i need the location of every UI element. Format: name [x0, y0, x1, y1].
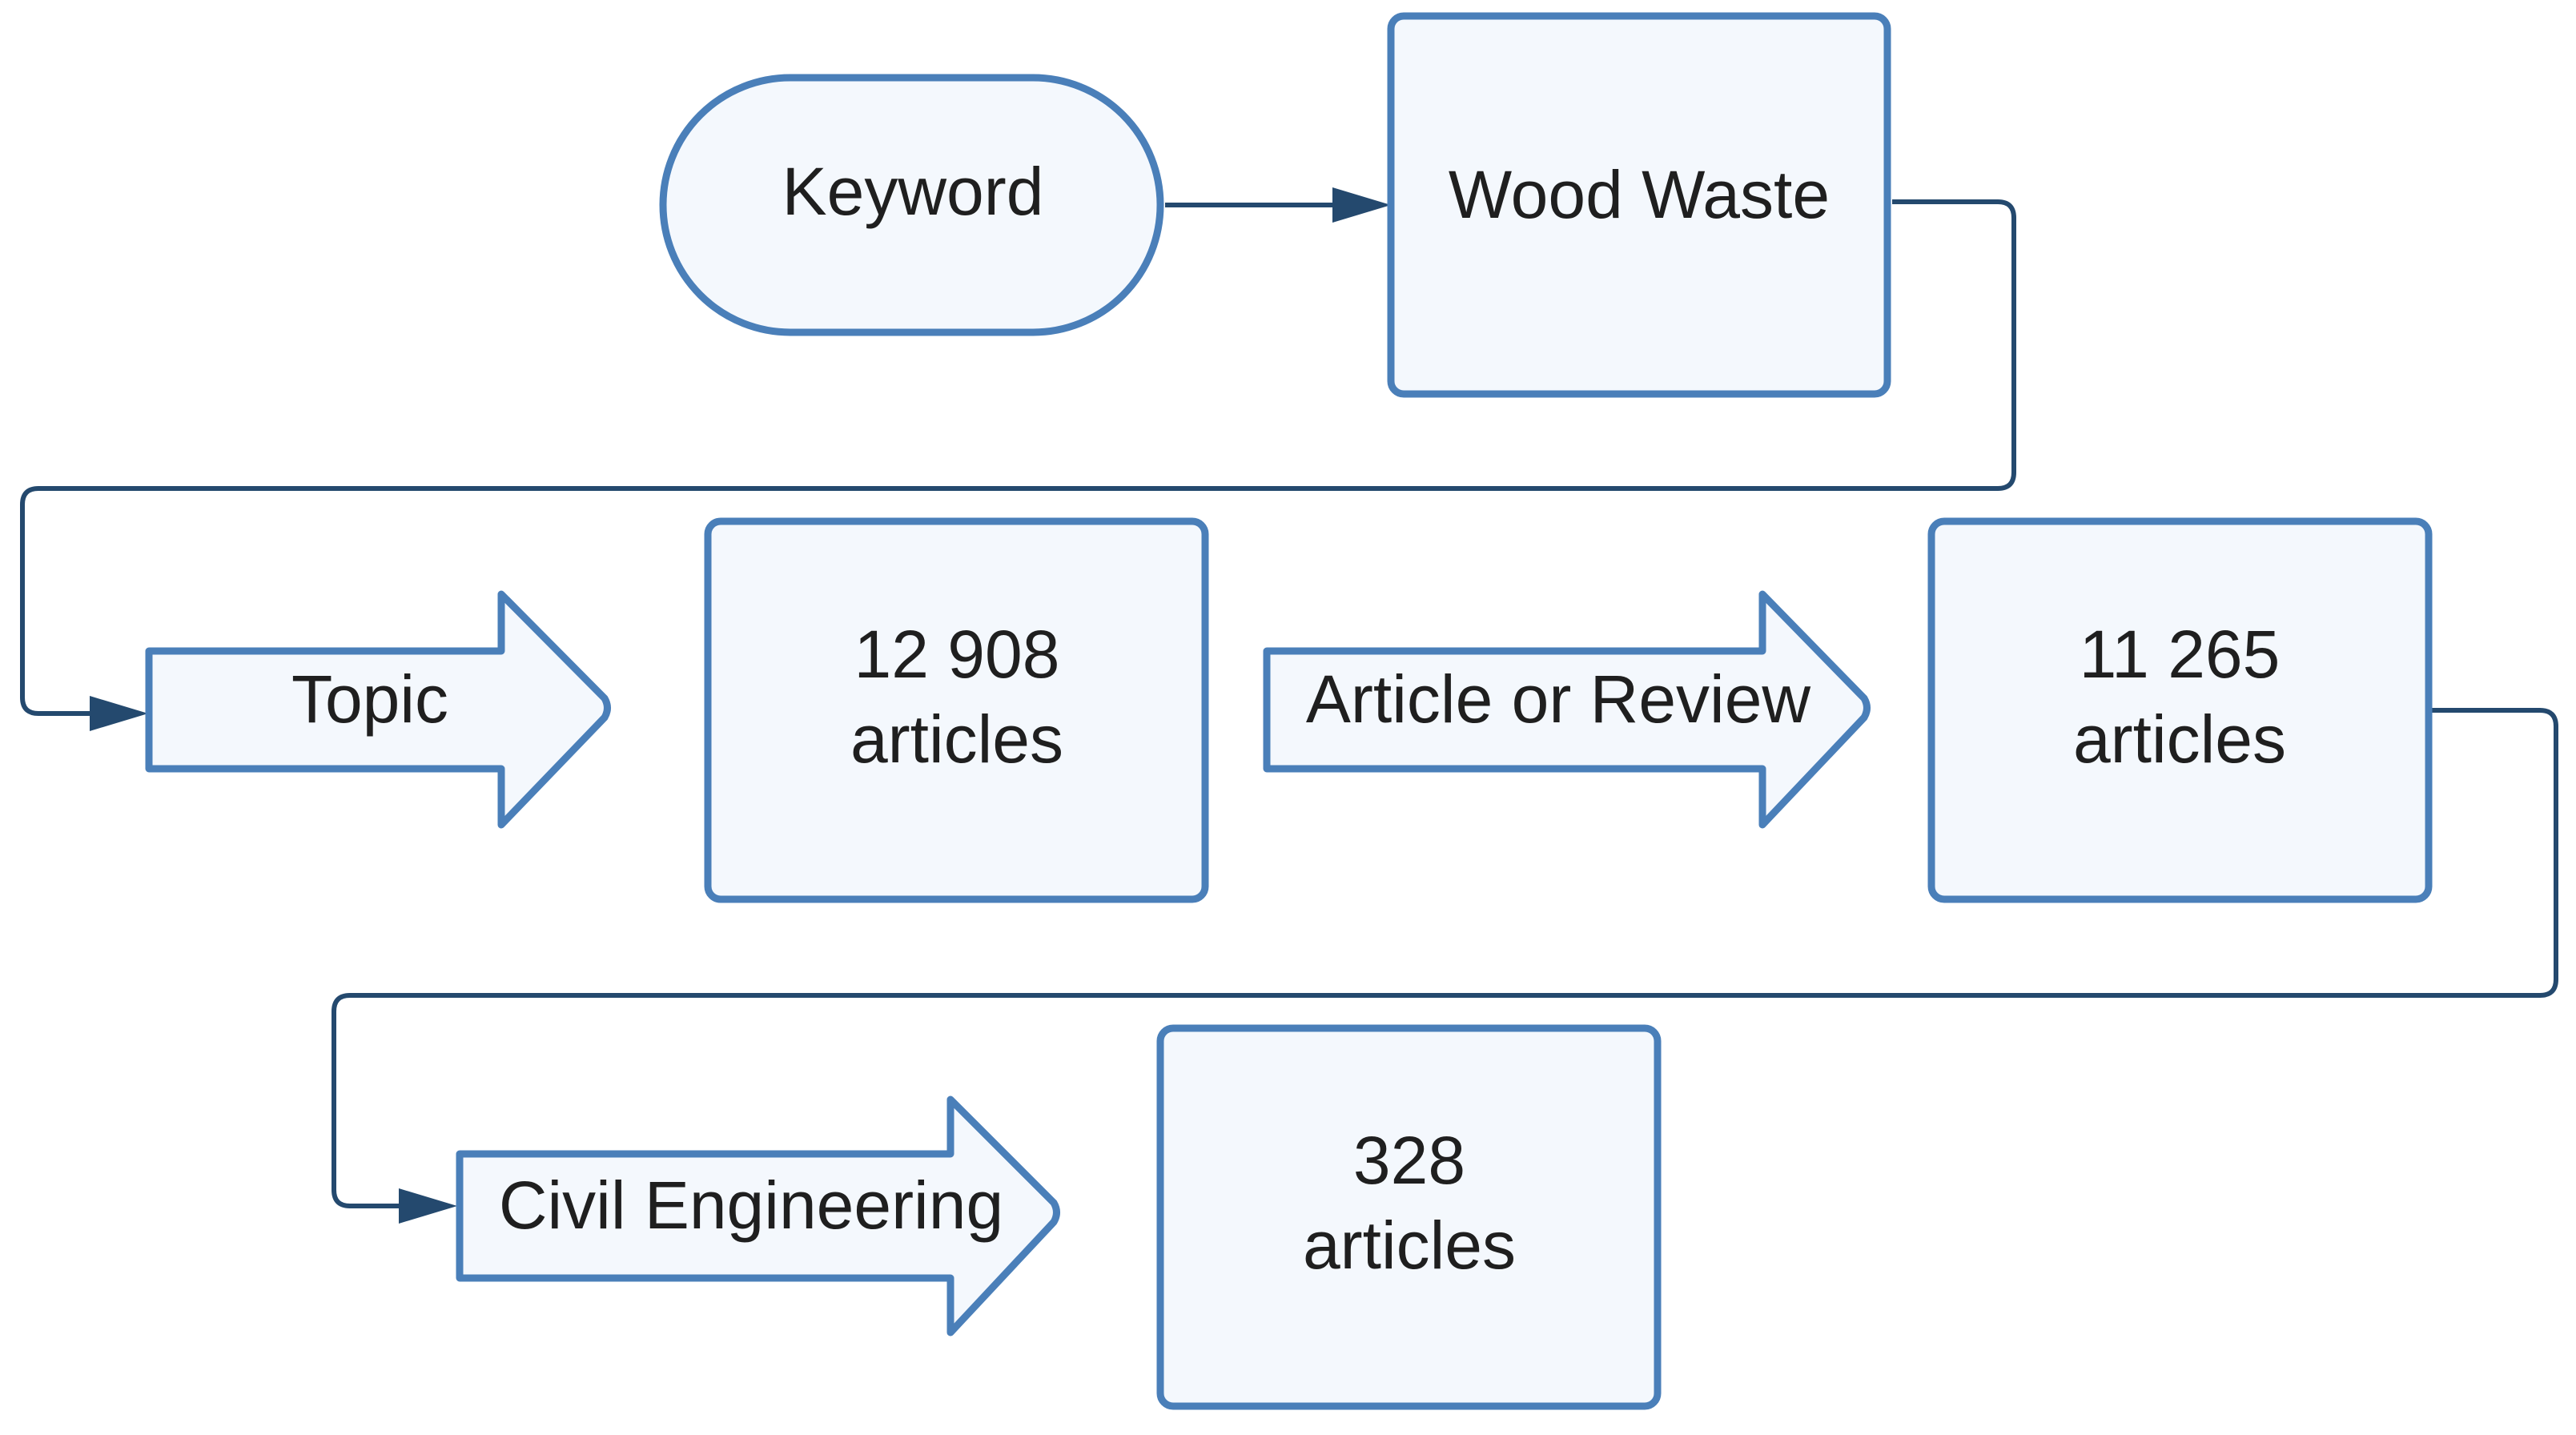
result-2-count: 11 265 [2080, 617, 2281, 692]
wood-waste-label: Wood Waste [1449, 157, 1830, 232]
result-box-3-shape [1156, 1024, 1662, 1410]
filter-arrow-article-or-review: Article or Review [1263, 590, 1871, 829]
result-box-1-shape [704, 517, 1209, 903]
result-1-count: 12 908 [854, 617, 1060, 692]
topic-arrow-shape [145, 590, 611, 829]
start-terminator: Keyword [659, 74, 1164, 336]
arrowhead-to-woodwaste [1332, 187, 1391, 223]
result-2-unit: articles [2073, 701, 2286, 777]
result-3-unit: articles [1303, 1208, 1516, 1283]
wood-waste-box: Wood Waste [1387, 12, 1891, 398]
filter-arrow-civil-engineering: Civil Engineering [456, 1095, 1060, 1337]
result-box-2-shape [1927, 517, 2433, 903]
article-or-review-label: Article or Review [1306, 661, 1811, 737]
connector-woodwaste-to-topic [20, 199, 2016, 716]
result-3-count: 328 [1353, 1123, 1465, 1198]
keyword-label: Keyword [782, 154, 1044, 229]
result-box-2: 11 265 articles [1927, 517, 2433, 903]
keyword-terminator-shape [659, 74, 1164, 336]
arrowhead-to-civil [399, 1188, 457, 1224]
arrowhead-to-topic [90, 696, 148, 731]
result-1-unit: articles [850, 701, 1063, 777]
article-or-review-arrow-shape [1263, 590, 1871, 829]
result-box-1: 12 908 articles [704, 517, 1209, 903]
connector-result2-to-civil [332, 708, 2558, 1208]
result-box-3: 328 articles [1156, 1024, 1662, 1410]
topic-label: Topic [291, 661, 448, 737]
filter-arrow-topic: Topic [145, 590, 611, 829]
wood-waste-box-shape [1387, 12, 1891, 398]
civil-engineering-label: Civil Engineering [499, 1168, 1003, 1243]
civil-engineering-arrow-shape [456, 1095, 1060, 1337]
